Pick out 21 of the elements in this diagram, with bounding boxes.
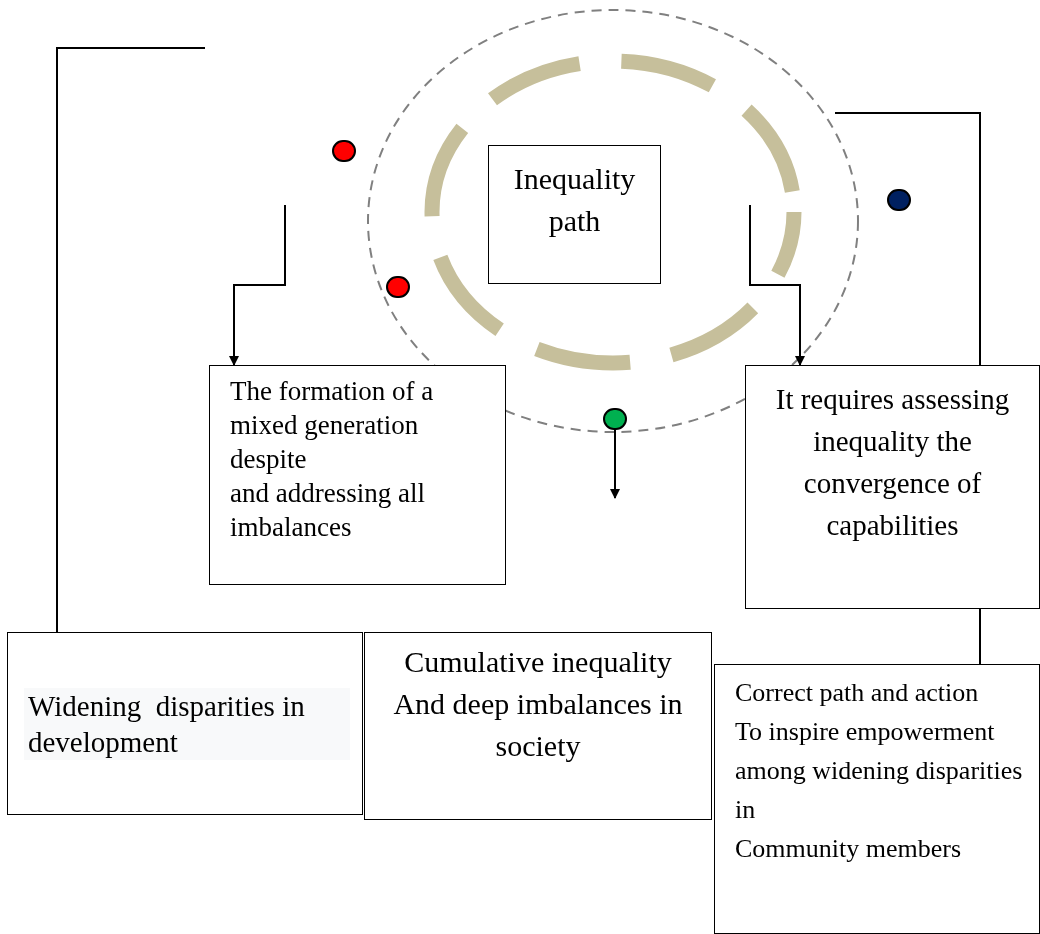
connector-line <box>979 608 981 665</box>
text-box <box>364 632 712 820</box>
text-box <box>714 664 1040 934</box>
text-box <box>209 365 506 585</box>
connector-line <box>56 47 206 633</box>
connector-line <box>834 112 981 366</box>
box-text: Widening disparities in development <box>24 687 350 760</box>
box-text: To inspire empowerment among widening disparities in <box>735 716 1023 826</box>
box-text: And deep imbalances in society <box>392 686 684 764</box>
box-text: Inequality path <box>512 161 637 239</box>
box-text: Cumulative inequality <box>404 644 672 680</box>
box-text: It requires assessing inequality the convergence of capabilities <box>774 382 1011 543</box>
text-box <box>745 365 1040 609</box>
box-text: Community members <box>735 833 962 865</box>
text-box <box>488 145 661 284</box>
box-text: and addressing all imbalances <box>230 477 426 544</box>
arrow <box>229 204 286 366</box>
box-text: Correct path and action <box>735 677 979 709</box>
text-box <box>7 632 363 815</box>
arrow <box>749 204 805 366</box>
arrow <box>610 429 620 499</box>
